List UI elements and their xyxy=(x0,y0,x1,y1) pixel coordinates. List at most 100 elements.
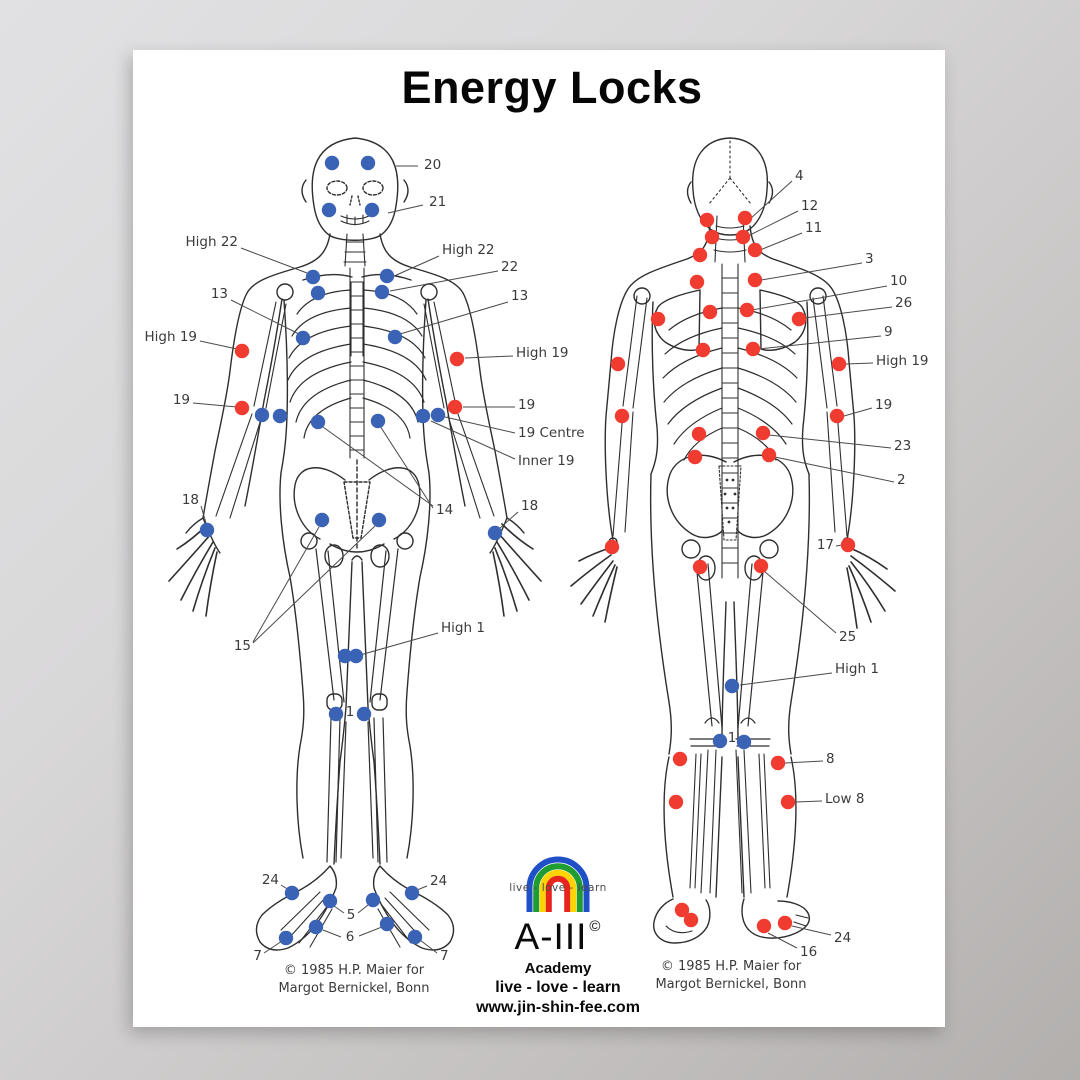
front-energy-lock-dot xyxy=(365,892,381,908)
front-energy-lock-dot xyxy=(314,512,330,528)
back-energy-lock-dot xyxy=(691,426,707,442)
front-energy-lock-dot xyxy=(324,155,340,171)
front-leader-line xyxy=(359,632,439,656)
back-energy-lock-dot xyxy=(770,755,786,771)
front-energy-lock-dot xyxy=(374,284,390,300)
logo-academy: Academy xyxy=(524,960,592,977)
front-energy-lock-dot xyxy=(449,351,465,367)
back-leader-line xyxy=(747,210,799,237)
back-energy-lock-dot xyxy=(756,918,772,934)
front-energy-lock-dot xyxy=(295,330,311,346)
rainbow-icon xyxy=(526,856,590,912)
back-energy-lock-dot xyxy=(702,304,718,320)
front-energy-lock-dot xyxy=(272,408,288,424)
front-energy-lock-dot xyxy=(487,525,503,541)
front-point-label: 15 xyxy=(233,638,251,655)
front-point-label: 18 xyxy=(521,498,539,515)
front-energy-lock-dot xyxy=(379,268,395,284)
front-energy-lock-dot xyxy=(234,400,250,416)
front-energy-lock-dot xyxy=(310,414,326,430)
front-point-label: 24 xyxy=(261,872,279,889)
front-energy-lock-dot xyxy=(415,408,431,424)
back-leader-line xyxy=(751,285,888,311)
back-energy-lock-dot xyxy=(791,311,807,327)
front-energy-lock-dot xyxy=(430,407,446,423)
back-point-label: 12 xyxy=(801,198,819,215)
front-leader-line xyxy=(252,526,320,643)
back-energy-lock-dot xyxy=(831,356,847,372)
copyright-symbol: © xyxy=(589,918,602,935)
back-leader-line xyxy=(774,456,895,483)
back-point-label: 24 xyxy=(834,930,852,947)
front-leader-line xyxy=(387,204,424,214)
front-point-label: 5 xyxy=(346,907,356,924)
front-point-label: 22 xyxy=(501,259,519,276)
front-energy-lock-dot xyxy=(284,885,300,901)
back-point-label: Low 8 xyxy=(825,791,865,808)
back-energy-lock-dot xyxy=(712,733,728,749)
back-point-label: High 1 xyxy=(835,661,879,678)
back-energy-lock-dot xyxy=(695,342,711,358)
copyright-front: © 1985 H.P. Maier for Margot Bernickel, … xyxy=(278,963,430,997)
front-energy-lock-dot xyxy=(387,329,403,345)
back-leader-line xyxy=(760,262,863,281)
front-point-label: 7 xyxy=(253,948,262,965)
front-energy-lock-dot xyxy=(379,916,395,932)
front-leader-line xyxy=(391,255,440,278)
front-energy-lock-dot xyxy=(278,930,294,946)
front-energy-lock-dot xyxy=(305,269,321,285)
rainbow-band xyxy=(533,863,583,912)
back-energy-lock-dot xyxy=(753,558,769,574)
front-point-label: High 19 xyxy=(516,345,569,362)
front-energy-lock-dot xyxy=(356,706,372,722)
front-point-label: 19 Centre xyxy=(518,425,585,442)
back-leader-line xyxy=(763,570,837,634)
back-energy-lock-dot xyxy=(687,449,703,465)
back-energy-lock-dot xyxy=(704,229,720,245)
front-point-label: 14 xyxy=(436,502,454,519)
back-leader-line xyxy=(784,760,824,764)
back-point-label: 8 xyxy=(826,751,835,768)
front-leader-line xyxy=(358,926,383,937)
front-leader-line xyxy=(357,904,369,914)
front-energy-lock-dot xyxy=(310,285,326,301)
back-energy-lock-dot xyxy=(689,274,705,290)
logo-motto: live - love - learn xyxy=(495,979,621,996)
front-point-label: 21 xyxy=(429,194,447,211)
front-leader-line xyxy=(416,885,428,891)
back-energy-lock-dot xyxy=(777,915,793,931)
front-energy-lock-dot xyxy=(407,929,423,945)
back-energy-lock-dot xyxy=(747,242,763,258)
back-energy-lock-dot xyxy=(780,794,796,810)
logo-brand: A-III© xyxy=(514,916,602,957)
front-point-label: High 22 xyxy=(442,242,495,259)
back-leader-line xyxy=(768,434,892,449)
front-energy-lock-dot xyxy=(364,202,380,218)
back-leader-line xyxy=(845,362,874,365)
front-point-label: 13 xyxy=(511,288,529,305)
front-energy-lock-dot xyxy=(404,885,420,901)
front-point-label: 19 xyxy=(518,397,536,414)
front-leader-line xyxy=(322,929,342,938)
back-point-label: 17 xyxy=(816,537,834,554)
front-leader-line xyxy=(252,525,376,644)
front-leader-line xyxy=(192,402,238,408)
front-point-label: 6 xyxy=(345,929,355,946)
front-energy-lock-dot xyxy=(370,413,386,429)
front-point-label: 24 xyxy=(430,873,448,890)
back-leader-line xyxy=(794,800,823,803)
front-point-label: 13 xyxy=(210,286,228,303)
logo-website: www.jin-shin-fee.com xyxy=(476,999,640,1016)
back-leader-line xyxy=(791,925,832,936)
back-leader-line xyxy=(843,407,873,417)
front-point-label: 7 xyxy=(440,948,449,965)
rainbow-band xyxy=(526,856,590,912)
front-energy-lock-dot xyxy=(447,399,463,415)
back-energy-lock-dot xyxy=(737,210,753,226)
front-energy-lock-dot xyxy=(328,706,344,722)
front-energy-lock-dot xyxy=(199,522,215,538)
back-energy-lock-dot xyxy=(692,247,708,263)
front-leader-line xyxy=(389,270,499,292)
back-energy-lock-dot xyxy=(683,912,699,928)
